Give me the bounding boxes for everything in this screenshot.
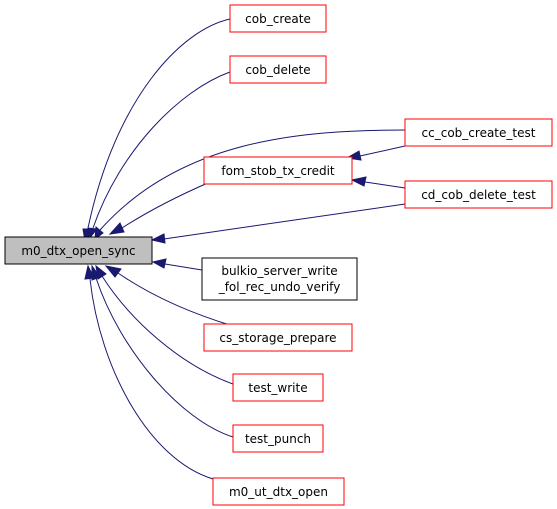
node-label: test_write xyxy=(248,381,307,395)
node-test_write[interactable]: test_write xyxy=(232,373,324,402)
node-label: cob_delete xyxy=(245,63,310,77)
node-fom_stob_tx_credit[interactable]: fom_stob_tx_credit xyxy=(203,156,353,185)
node-label: m0_dtx_open_sync xyxy=(21,244,135,258)
node-label: fom_stob_tx_credit xyxy=(221,164,335,178)
edge-fom_stob_tx_credit-to-m0_dtx_open_sync xyxy=(108,181,211,235)
node-label: test_punch xyxy=(245,432,311,446)
edge-bulkio-to-m0_dtx_open_sync xyxy=(151,258,203,271)
node-label-line-1: bulkio_server_write xyxy=(221,264,337,278)
node-test_punch[interactable]: test_punch xyxy=(232,424,324,453)
node-label: cc_cob_create_test xyxy=(422,126,536,140)
node-label: m0_ut_dtx_open xyxy=(229,485,328,499)
node-cc_cob_create_test[interactable]: cc_cob_create_test xyxy=(404,118,553,147)
node-cob_delete[interactable]: cob_delete xyxy=(229,55,327,84)
edge-cd_cob_delete_test-to-fom_stob_tx_credit xyxy=(350,176,406,189)
node-m0_ut_dtx_open[interactable]: m0_ut_dtx_open xyxy=(212,477,345,506)
node-m0_dtx_open_sync[interactable]: m0_dtx_open_sync xyxy=(4,236,153,265)
edge-m0_ut_dtx_open-to-m0_dtx_open_sync xyxy=(84,264,214,480)
node-label: cd_cob_delete_test xyxy=(421,188,536,202)
edge-cc_cob_create_test-to-fom_stob_tx_credit xyxy=(345,145,406,161)
node-label: cob_create xyxy=(245,12,311,26)
edge-cd_cob_delete_test-to-m0_dtx_open_sync xyxy=(150,203,406,244)
node-cd_cob_delete_test[interactable]: cd_cob_delete_test xyxy=(404,180,553,209)
edge-cc_cob_create_test-to-m0_dtx_open_sync xyxy=(94,129,406,241)
edge-cs_storage_prepare-to-m0_dtx_open_sync xyxy=(104,265,234,327)
node-label-line-2: _fol_rec_undo_verify xyxy=(218,280,341,294)
node-cs_storage_prepare[interactable]: cs_storage_prepare xyxy=(203,323,353,352)
node-label: cs_storage_prepare xyxy=(219,331,336,345)
node-bulkio_server_write_fol_rec_undo_verify[interactable]: bulkio_server_write _fol_rec_undo_verify xyxy=(201,257,358,301)
node-cob_create[interactable]: cob_create xyxy=(229,4,327,33)
